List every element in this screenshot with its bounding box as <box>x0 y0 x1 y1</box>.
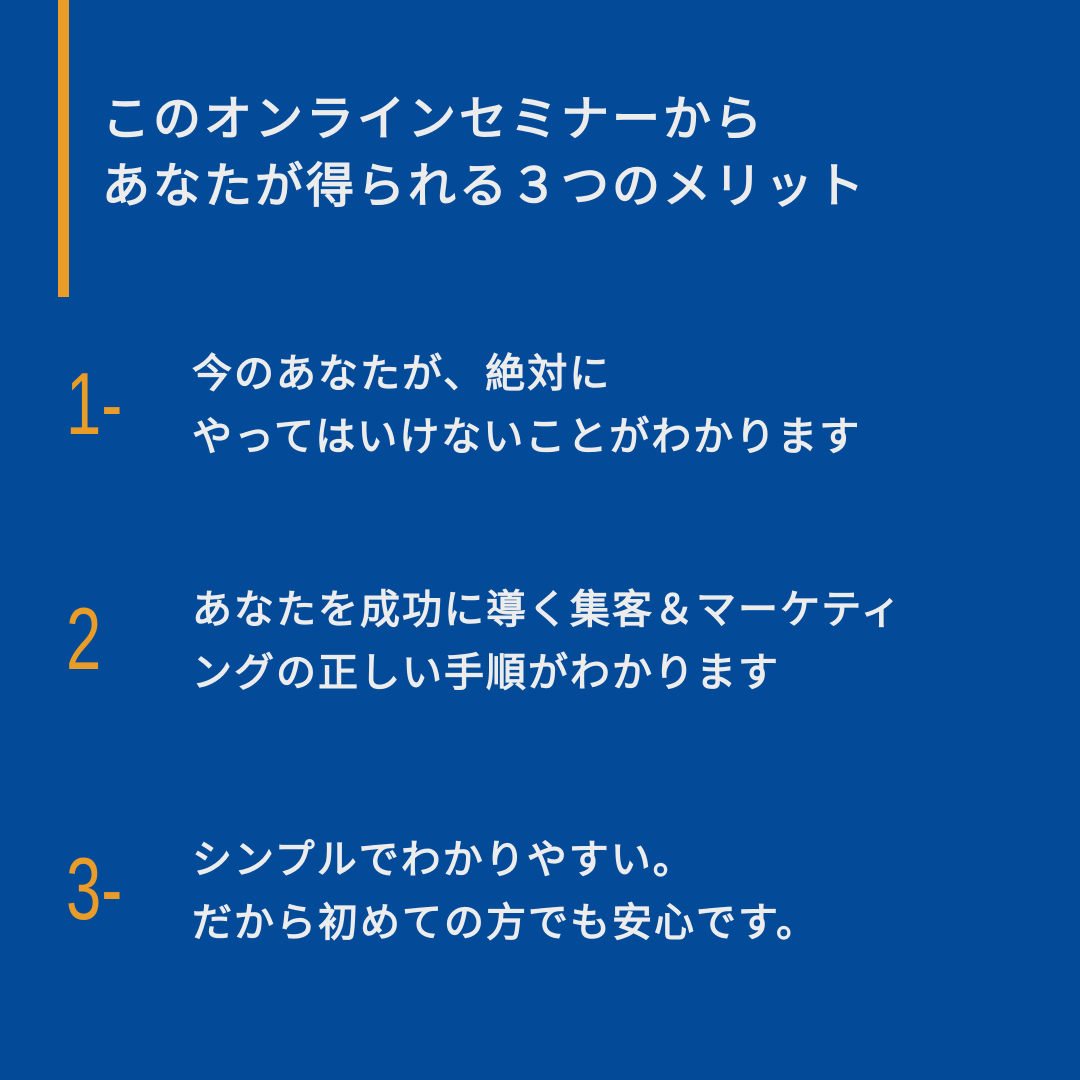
title-line-1: このオンラインセミナーから <box>102 91 766 147</box>
benefit-text: 今のあなたが、絶対に <box>192 350 612 397</box>
benefit-text: ングの正しい手順がわかります <box>192 649 780 696</box>
page-title: このオンラインセミナーから あなたが得られる３つのメリット <box>102 86 867 220</box>
title-line-2: あなたが得られる３つのメリット <box>102 158 868 214</box>
benefit-text: やってはいけないことがわかります <box>192 413 862 460</box>
item-number-3: 3- <box>66 839 123 938</box>
benefit-item-1: 今のあなたが、絶対に やってはいけないことがわかります <box>192 342 861 468</box>
benefit-text: だから初めての方でも安心です。 <box>192 899 818 946</box>
benefit-item-2: あなたを成功に導く集客＆マーケティ ングの正しい手順がわかります <box>192 578 903 704</box>
accent-bar <box>58 0 69 297</box>
benefit-text: シンプルでわかりやすい。 <box>192 836 695 883</box>
item-number-1: 1- <box>66 354 123 453</box>
item-number-2: 2 <box>66 589 102 688</box>
benefit-item-3: シンプルでわかりやすい。 だから初めての方でも安心です。 <box>192 828 818 954</box>
benefit-text: あなたを成功に導く集客＆マーケティ <box>192 586 903 633</box>
